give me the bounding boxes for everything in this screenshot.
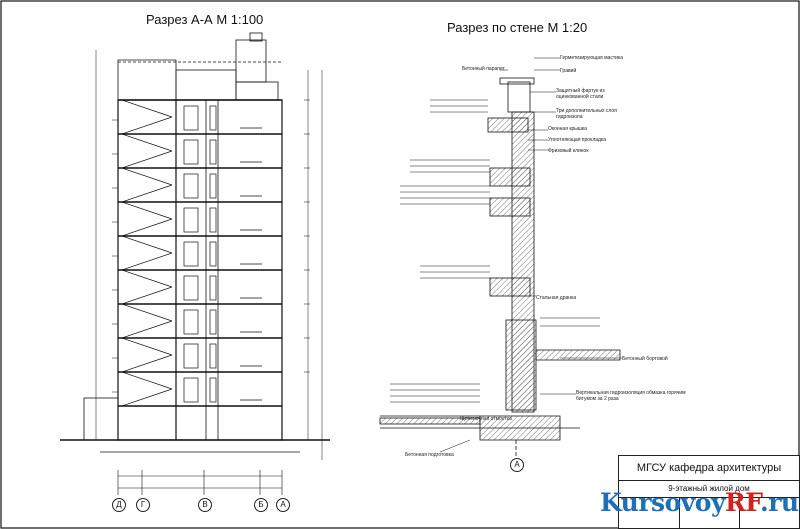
door-opening <box>183 309 199 335</box>
stair-flight <box>121 116 173 135</box>
title-block-subject: 9-этажный жилой дом <box>619 481 799 498</box>
door-opening <box>209 241 217 267</box>
stair-flight <box>121 167 173 186</box>
wall-section-drawing <box>379 77 621 458</box>
watermark-logo: KursovoyRF.ru <box>600 488 799 517</box>
leader-lines <box>390 57 622 453</box>
stair-flight <box>121 286 173 305</box>
stair-flight <box>121 133 173 152</box>
stair-flight <box>121 320 173 339</box>
stair-flight <box>121 303 173 322</box>
stair-flight <box>121 388 173 407</box>
door-opening <box>183 139 199 165</box>
door-opening <box>209 105 217 131</box>
title-block-department: МГСУ кафедра архитектуры <box>619 456 799 481</box>
axis-marker-g: Г <box>136 498 150 512</box>
stair-flight <box>121 150 173 169</box>
stair-flight <box>121 218 173 237</box>
stair-flight <box>121 269 173 288</box>
wall-label: Щебеночная отмостка <box>460 416 512 422</box>
axis-marker-right-a: А <box>510 458 524 472</box>
door-opening <box>183 105 199 131</box>
watermark-part1: Kursovoy <box>600 488 726 517</box>
wall-label: Стальная дранка <box>536 295 577 301</box>
wall-section-title: Разрез по стене М 1:20 <box>447 20 588 35</box>
door-opening <box>183 275 199 301</box>
stair-flight <box>121 354 173 373</box>
wall-label: Три дополнительных слоя гидроизола <box>556 108 617 120</box>
door-opening <box>183 173 199 199</box>
wall-label: Герметизирующая мастика <box>560 55 624 61</box>
stair-flight <box>121 99 173 118</box>
stair-flight <box>121 235 173 254</box>
watermark-part3: .ru <box>760 488 799 517</box>
wall-label: Бетонный бортовой <box>622 356 668 362</box>
stair-flight <box>121 184 173 203</box>
door-opening <box>183 343 199 369</box>
wall-label: Вертикальная гидроизоляция обмазка горяч… <box>576 390 686 402</box>
stair-flight <box>121 337 173 356</box>
level-marks <box>95 50 323 460</box>
leader-line <box>439 439 471 453</box>
wall-label: Уплотняющая прокладка <box>548 137 607 143</box>
section-aa-title: Разрез А-А М 1:100 <box>146 12 264 27</box>
axis-marker-d: Д <box>112 498 126 512</box>
door-openings <box>183 105 262 403</box>
axis-marker-a: А <box>276 498 290 512</box>
door-opening <box>183 241 199 267</box>
door-opening <box>209 343 217 369</box>
door-opening <box>209 207 217 233</box>
door-opening <box>183 377 199 403</box>
door-opening <box>209 173 217 199</box>
wall-label: Бетонная подготовка <box>405 452 454 458</box>
stair-flight <box>121 371 173 390</box>
floor-slabs <box>118 99 282 407</box>
dimension-line <box>117 470 283 495</box>
door-opening <box>209 275 217 301</box>
watermark-part2: RF <box>725 488 761 517</box>
door-opening <box>209 377 217 403</box>
axis-marker-b: Б <box>254 498 268 512</box>
axis-marker-v: В <box>198 498 212 512</box>
wall-label: Фризовый клинок <box>548 148 589 154</box>
stair-flights <box>121 99 173 407</box>
wall-label: Защитный фартук из оцинкованной стали <box>556 88 605 100</box>
door-opening <box>209 139 217 165</box>
door-opening <box>209 309 217 335</box>
stair-flight <box>121 201 173 220</box>
wall-label: Бетонный парапет <box>462 66 505 72</box>
wall-label: Оконная крышка <box>548 126 587 132</box>
stair-flight <box>121 252 173 271</box>
door-opening <box>183 207 199 233</box>
wall-label: Гравий <box>560 68 577 74</box>
section-aa-drawing <box>60 32 330 453</box>
